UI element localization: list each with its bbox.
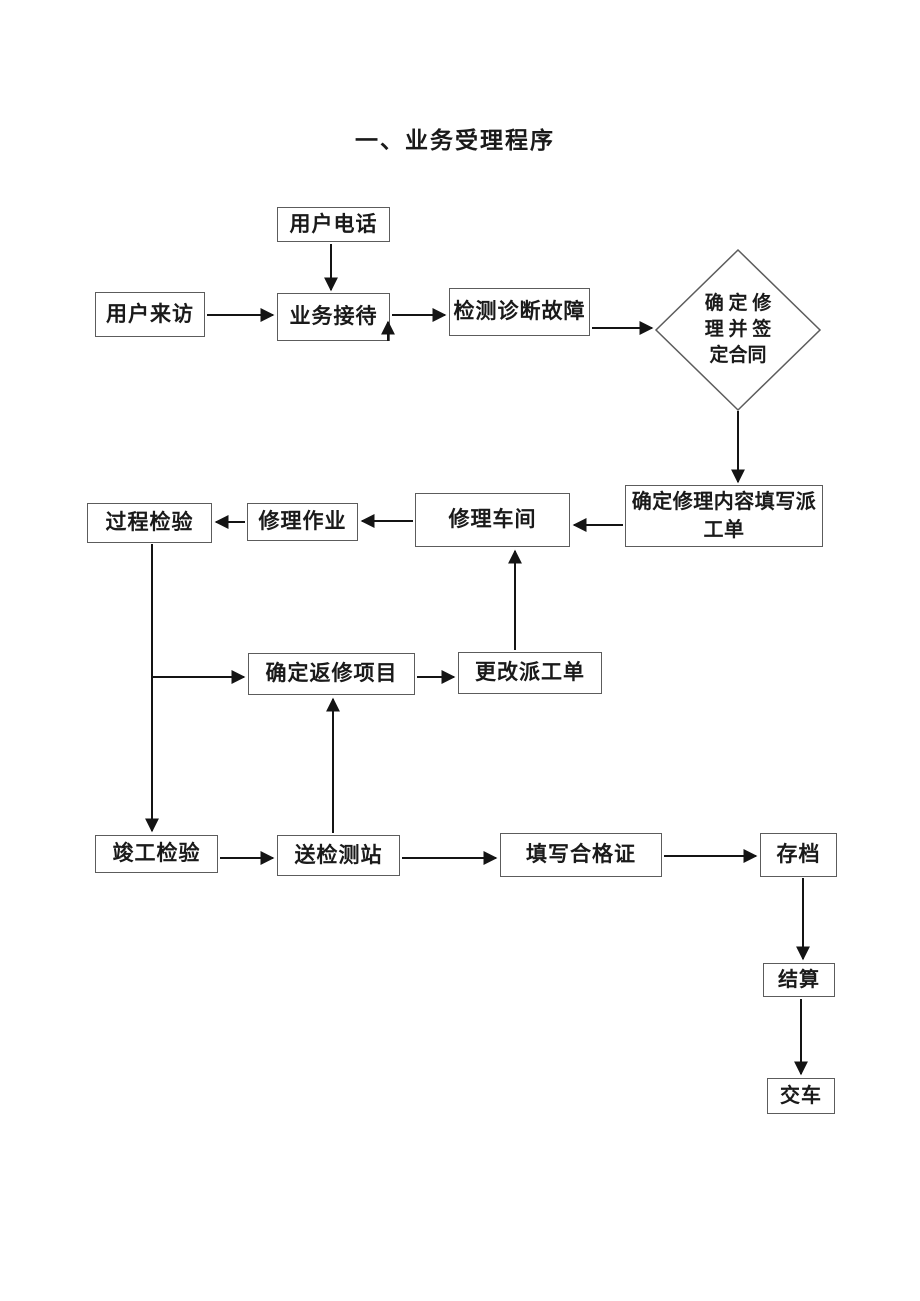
node-diagnose-fault: 检测诊断故障 — [449, 288, 590, 336]
decision-line: 理 并 签 — [704, 319, 772, 340]
node-repair-workshop: 修理车间 — [415, 493, 570, 547]
node-test-station: 送检测站 — [277, 835, 400, 876]
node-certificate: 填写合格证 — [500, 833, 662, 877]
node-completion-inspection: 竣工检验 — [95, 835, 218, 873]
node-process-inspection: 过程检验 — [87, 503, 212, 543]
node-rework-items: 确定返修项目 — [248, 653, 415, 695]
node-settlement: 结算 — [763, 963, 835, 997]
node-vehicle-delivery: 交车 — [767, 1078, 835, 1114]
decision-line: 确 定 修 — [704, 293, 772, 314]
node-decision: 确 定 修 理 并 签 定合同 — [664, 291, 812, 369]
page-title: 一、业务受理程序 — [355, 128, 555, 153]
node-business-reception: 业务接待 — [277, 293, 390, 341]
node-work-order: 确定修理内容填写派工单 — [625, 485, 823, 547]
node-user-visit: 用户来访 — [95, 292, 205, 337]
decision-line: 定合同 — [709, 345, 767, 366]
node-repair-job: 修理作业 — [247, 503, 358, 541]
node-user-phone: 用户电话 — [277, 207, 390, 242]
node-archive: 存档 — [760, 833, 837, 877]
node-change-work-order: 更改派工单 — [458, 652, 602, 694]
